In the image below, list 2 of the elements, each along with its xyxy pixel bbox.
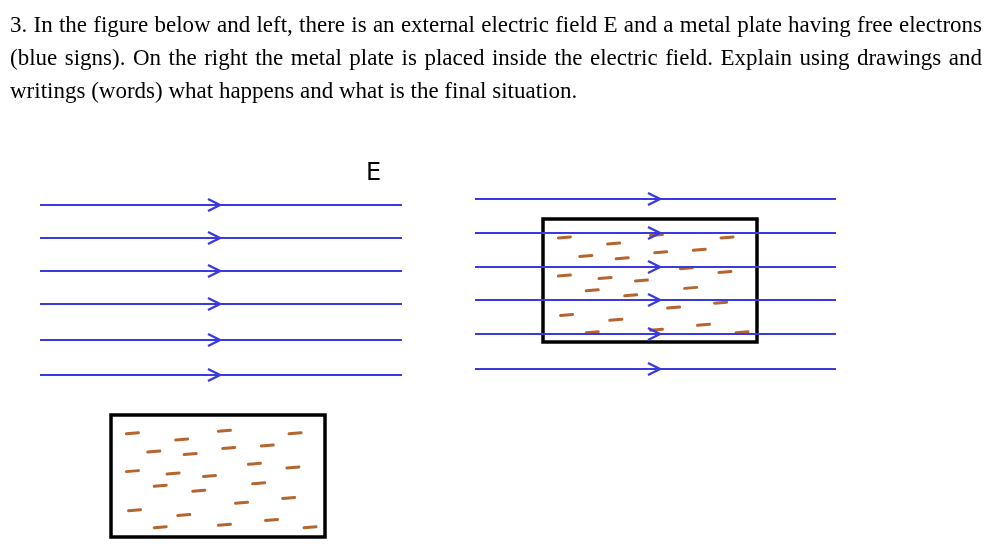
field-label: E (366, 158, 382, 186)
question-text: 3. In the figure below and left, there is an external electric field E and a metal plate having free electrons (blue signs). On the right the metal plate is placed inside the electric field. Explain using drawings and writings (words) what happens and what is the final situation. (10, 11, 982, 105)
